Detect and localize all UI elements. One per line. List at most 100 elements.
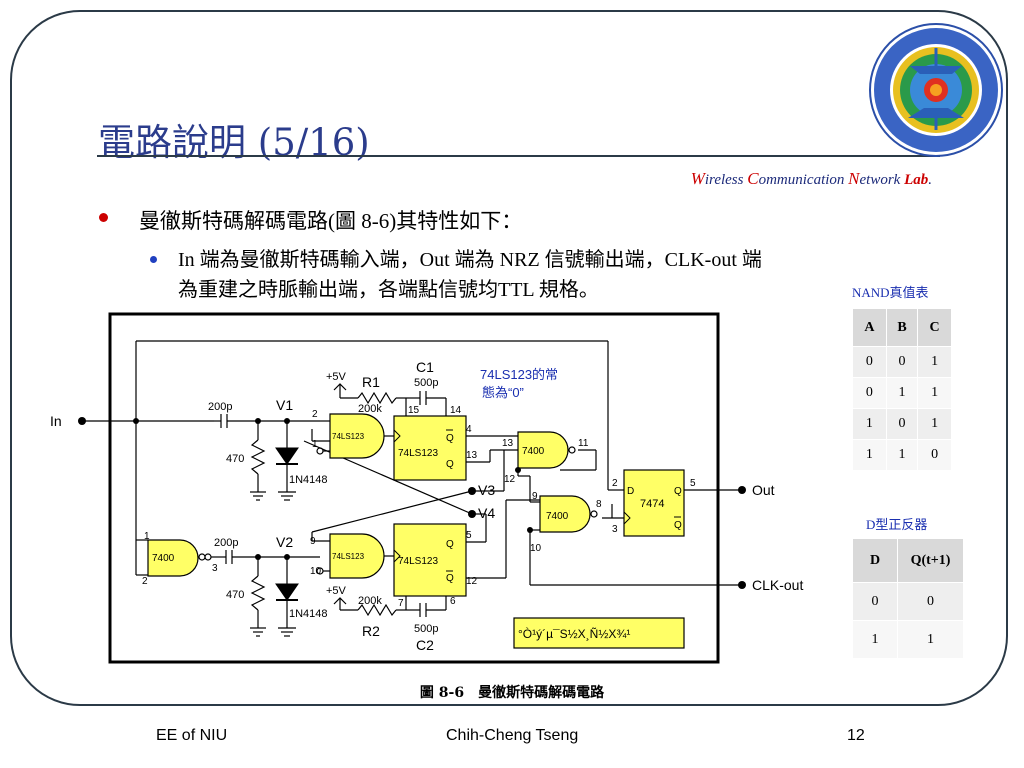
cap-in-top-value: 200p	[208, 401, 232, 413]
q-bottom: Q	[446, 539, 454, 550]
gate-small-bottom-label: 74LS123	[332, 552, 365, 561]
bullet-level2: In 端為曼徹斯特碼輸入端，Out 端為 NRZ 信號輸出端，CLK-out 端…	[150, 245, 762, 305]
cap-in-bottom-value: 200p	[214, 537, 238, 549]
footer-page-number: 12	[847, 727, 865, 744]
v3-label: V3	[478, 482, 495, 498]
r1-label: R1	[362, 374, 380, 390]
note-line-1: 74LS123的常	[480, 367, 558, 382]
svg-text:12: 12	[466, 576, 478, 587]
d-flipflop-chip	[623, 469, 685, 537]
table-cell: 0	[897, 582, 964, 621]
table-cell: 1	[897, 620, 964, 659]
svg-text:2: 2	[312, 409, 318, 420]
qbar-bottom: Q	[446, 573, 454, 584]
svg-text:12: 12	[504, 474, 516, 485]
monostable-chip-bottom	[393, 523, 467, 597]
nand-gate-left	[147, 539, 199, 577]
table-cell: 1	[917, 346, 952, 378]
plus5v-bottom: +5V	[326, 585, 347, 597]
r470-top-value: 470	[226, 453, 244, 465]
svg-text:1: 1	[144, 531, 150, 542]
one-shot-gate-bottom	[329, 533, 385, 579]
svg-text:1: 1	[312, 439, 318, 450]
svg-text:4: 4	[466, 424, 472, 435]
bullet-dot	[99, 213, 108, 222]
note-line-2: 態為“0”	[482, 385, 524, 400]
svg-text:3: 3	[612, 524, 618, 535]
d-table-caption: D型正反器	[866, 517, 928, 532]
dff-qbar-label: Q	[674, 520, 682, 531]
gate-small-top-label: 74LS123	[332, 432, 365, 441]
v4-label: V4	[478, 505, 495, 521]
v4-node	[468, 510, 476, 518]
svg-text:2: 2	[612, 478, 618, 489]
table-cell: 1	[852, 620, 898, 659]
table-cell: 1	[885, 439, 919, 471]
svg-text:8: 8	[596, 499, 602, 510]
diode-top-label: 1N4148	[289, 474, 328, 486]
bullet-text: 曼徹斯特碼解碼電路(圖 8-6)其特性如下：	[139, 209, 523, 233]
lab-name: Wireless Communication Network Lab.	[690, 169, 932, 188]
svg-text:13: 13	[466, 450, 478, 461]
svg-text:6: 6	[450, 596, 456, 607]
svg-text:13: 13	[502, 438, 514, 449]
table-cell: 1	[885, 377, 919, 409]
r2-value: 200k	[358, 595, 382, 607]
nand-header-a: A	[852, 308, 887, 347]
table-cell: 0	[885, 346, 919, 378]
svg-text:9: 9	[532, 491, 538, 502]
svg-text:5: 5	[690, 478, 696, 489]
bullet-line-1: In 端為曼徹斯特碼輸入端，Out 端為 NRZ 信號輸出端，CLK-out 端	[178, 249, 762, 271]
title-rule	[97, 155, 940, 157]
svg-text:3: 3	[212, 563, 218, 574]
bullet-dot	[150, 256, 157, 263]
svg-text:15: 15	[408, 405, 420, 416]
table-cell: 1	[917, 408, 952, 440]
dff-q-label: Q	[674, 486, 682, 497]
garbled-label: °Ò¹ý´µ¯S½X¸Ñ½X¾¹	[518, 626, 630, 641]
plus5v-top: +5V	[326, 371, 347, 383]
c2-value: 500p	[414, 623, 438, 635]
nand-header-c: C	[917, 308, 952, 347]
clkout-terminal	[738, 581, 746, 589]
dff-d-label: D	[627, 486, 634, 497]
qbar-top: Q	[446, 433, 454, 444]
v1-label: V1	[276, 397, 293, 413]
clkout-label: CLK-out	[752, 577, 803, 593]
v2-label: V2	[276, 534, 293, 550]
label-box	[513, 617, 685, 649]
figure-frame	[108, 312, 720, 664]
table-cell: 1	[917, 377, 952, 409]
university-seal-logo	[869, 23, 1003, 157]
nand-table-caption: NAND真值表	[852, 285, 929, 300]
table-cell: 1	[852, 439, 887, 471]
out-label: Out	[752, 482, 775, 498]
v3-node	[468, 487, 476, 495]
table-cell: 0	[885, 408, 919, 440]
nand-gate-top	[517, 431, 569, 469]
q-top: Q	[446, 459, 454, 470]
svg-text:14: 14	[450, 405, 462, 416]
diode-top	[275, 447, 299, 465]
bullet-line-2: 為重建之時脈輸出端，各端點信號均TTL 規格。	[178, 279, 599, 301]
out-terminal	[738, 486, 746, 494]
slide-frame	[10, 10, 1008, 706]
svg-text:7: 7	[398, 598, 404, 609]
in-terminal	[78, 417, 86, 425]
nand-top-label: 7400	[522, 446, 545, 457]
r470-bottom-value: 470	[226, 589, 244, 601]
bullet-level1: 曼徹斯特碼解碼電路(圖 8-6)其特性如下：	[99, 205, 522, 235]
svg-text:5: 5	[466, 530, 472, 541]
diode-bottom	[275, 583, 299, 601]
nand-mid-label: 7400	[546, 511, 569, 522]
table-cell: 0	[852, 346, 887, 378]
dff-header-q: Q(t+1)	[897, 538, 964, 583]
table-cell: 0	[917, 439, 952, 471]
svg-text:2: 2	[142, 576, 148, 587]
chip-top-label: 74LS123	[398, 448, 438, 459]
footer-left: EE of NIU	[156, 727, 228, 744]
one-shot-gate-top	[329, 413, 385, 459]
